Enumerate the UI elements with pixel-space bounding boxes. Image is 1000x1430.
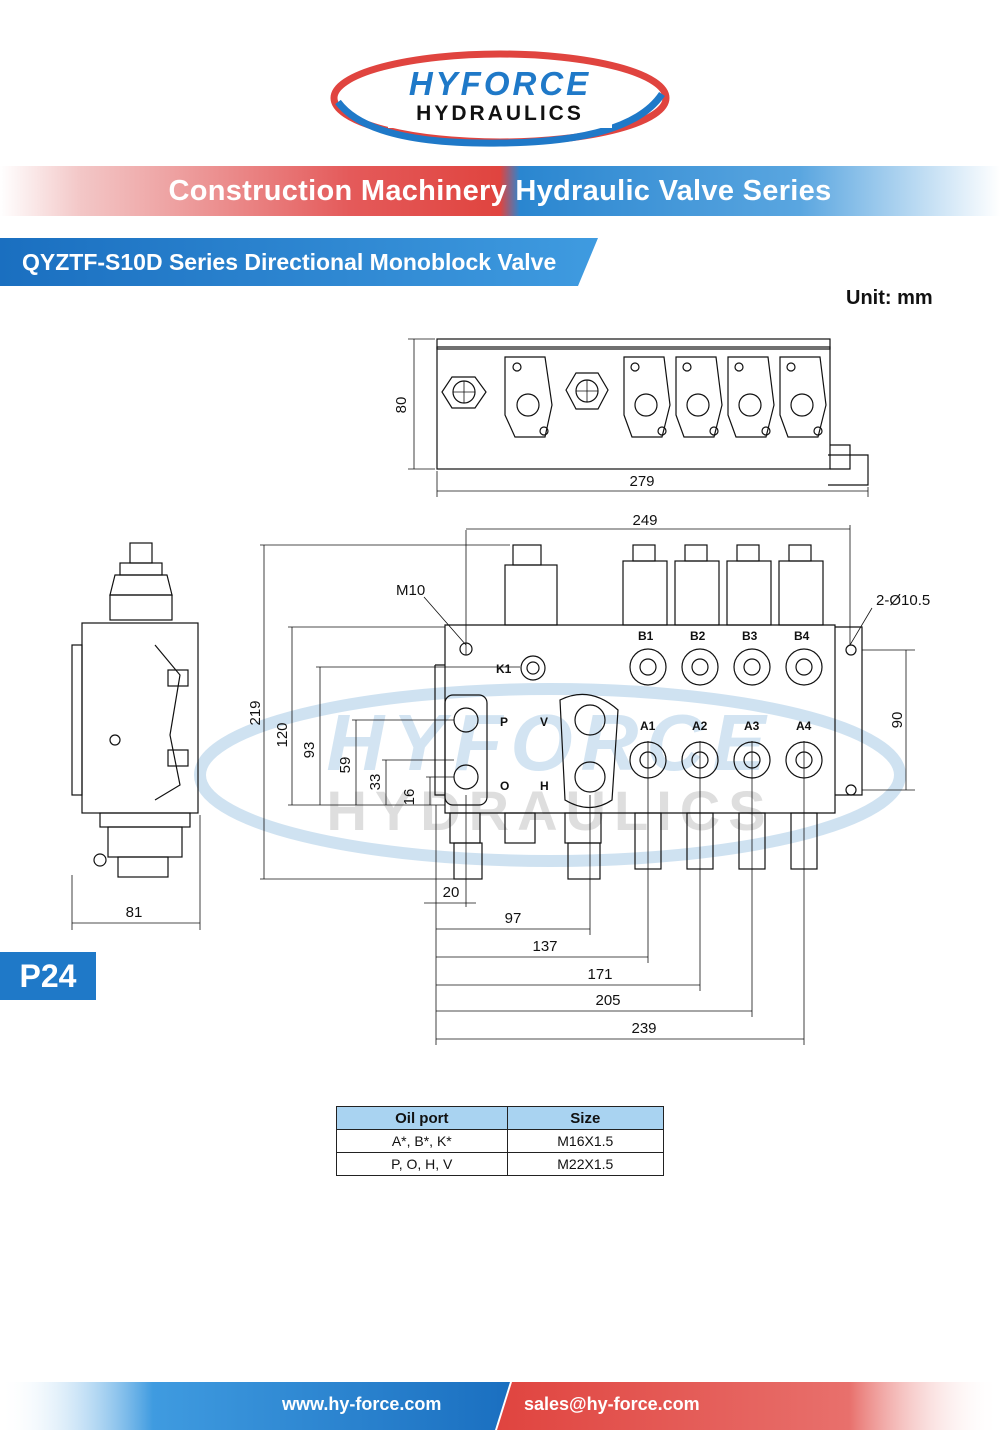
watermark-line1: HYFORCE	[326, 698, 773, 787]
dim-93: 93	[301, 742, 318, 759]
table-cell: M22X1.5	[506, 1152, 665, 1176]
product-title: QYZTF-S10D Series Directional Monoblock …	[22, 249, 557, 275]
email-link[interactable]: sales@hy-force.com	[524, 1394, 700, 1414]
port-label-b4: B4	[794, 629, 810, 643]
port-label-b2: B2	[690, 629, 706, 643]
dim-97: 97	[505, 910, 522, 927]
logo-line1: HYFORCE	[409, 65, 591, 102]
logo-line2: HYDRAULICS	[416, 102, 584, 125]
oil-port-table: Oil port Size A*, B*, K* M16X1.5 P, O, H…	[336, 1106, 665, 1176]
dim-33: 33	[367, 774, 384, 791]
dim-137: 137	[532, 938, 557, 955]
watermark: HYFORCE HYDRAULICS	[194, 683, 906, 867]
table-cell: A*, B*, K*	[336, 1129, 508, 1153]
dim-249: 249	[632, 512, 657, 529]
table-row: P, O, H, V M22X1.5	[336, 1152, 665, 1176]
dim-205: 205	[595, 992, 620, 1009]
port-label-b3: B3	[742, 629, 758, 643]
side-width-dim: 81	[126, 904, 143, 921]
footer-band	[0, 1382, 1000, 1430]
port-label-h: H	[540, 779, 549, 793]
port-label-a4: A4	[796, 719, 812, 733]
website-link[interactable]: www.hy-force.com	[282, 1394, 442, 1414]
product-banner	[0, 238, 598, 286]
top-height-dim: 80	[393, 397, 410, 414]
port-label-o: O	[500, 779, 509, 793]
port-label-a1: A1	[640, 719, 656, 733]
brand-logo: HYFORCE HYDRAULICS	[330, 50, 670, 150]
dim-219: 219	[250, 700, 264, 725]
unit-label: Unit: mm	[846, 287, 933, 309]
port-label-a3: A3	[744, 719, 760, 733]
port-label-k1: K1	[496, 662, 512, 676]
series-title: Construction Machinery Hydraulic Valve S…	[168, 175, 832, 207]
dim-90: 90	[889, 712, 906, 729]
port-label-v: V	[540, 715, 548, 729]
dim-239: 239	[631, 1020, 656, 1037]
dim-120: 120	[274, 722, 291, 747]
table-cell: M16X1.5	[506, 1129, 665, 1153]
port-label-p: P	[500, 715, 508, 729]
front-view-drawing: M10 B1 B2 B3 B4 A1 A2 A3 A4 K1 P V O H 2…	[250, 512, 930, 1045]
top-view-drawing: 80 279	[393, 338, 869, 497]
table-header: Size	[506, 1106, 665, 1130]
port-label-b1: B1	[638, 629, 654, 643]
top-width-dim: 279	[629, 473, 654, 490]
hole-note: 2-Ø10.5	[876, 592, 930, 609]
table-header-row: Oil port Size	[336, 1106, 665, 1130]
dim-171: 171	[587, 966, 612, 983]
m10-note: M10	[396, 582, 425, 599]
dim-16: 16	[401, 789, 418, 806]
table-header: Oil port	[336, 1106, 508, 1130]
dim-20: 20	[443, 884, 460, 901]
dim-59: 59	[337, 757, 354, 774]
page-number-badge: P24	[0, 952, 96, 1000]
table-row: A*, B*, K* M16X1.5	[336, 1129, 665, 1153]
watermark-line2: HYDRAULICS	[326, 779, 773, 842]
port-label-a2: A2	[692, 719, 708, 733]
series-banner	[0, 166, 1000, 216]
side-view-drawing: 81	[71, 542, 201, 930]
table-cell: P, O, H, V	[336, 1152, 508, 1176]
